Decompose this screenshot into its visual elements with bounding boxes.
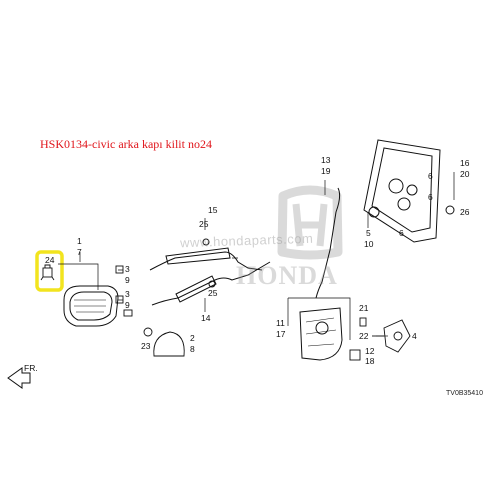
callout-23: 23 — [141, 341, 151, 351]
callout-1: 1 — [77, 236, 82, 246]
callout-10: 10 — [364, 239, 374, 249]
leader-lines — [58, 172, 455, 340]
callout-19: 19 — [321, 166, 331, 176]
callout-9b: 9 — [125, 300, 130, 310]
callout-17: 17 — [276, 329, 286, 339]
callout-21: 21 — [359, 303, 369, 313]
highlight-box-24 — [35, 250, 64, 292]
callout-4: 4 — [412, 331, 417, 341]
callout-25a: 25 — [199, 219, 209, 229]
striker-parts — [349, 317, 411, 361]
outside-handle-assembly — [63, 285, 119, 327]
front-arrow: FR. — [7, 363, 38, 389]
callout-14: 14 — [201, 313, 211, 323]
callout-7: 7 — [77, 247, 82, 257]
callout-3a: 3 — [125, 264, 130, 274]
callout-2: 2 — [190, 333, 195, 343]
callout-6c: 6 — [399, 228, 404, 238]
callout-16: 16 — [460, 158, 470, 168]
callout-20: 20 — [460, 169, 470, 179]
callout-12: 12 — [365, 346, 375, 356]
callout-8: 8 — [190, 344, 195, 354]
callout-24: 24 — [45, 255, 55, 265]
part-23-2-8 — [143, 327, 185, 357]
diagram-title: HSK0134-civic arka kapı kilit no24 — [40, 137, 212, 151]
callout-18: 18 — [365, 356, 375, 366]
callout-13: 13 — [321, 155, 331, 165]
callout-6a: 6 — [428, 171, 433, 181]
callout-3b: 3 — [125, 289, 130, 299]
callout-numbers: 24 1 7 3 9 3 9 15 25 25 14 23 2 8 13 19 … — [45, 155, 470, 366]
callout-22: 22 — [359, 331, 369, 341]
door-latch — [299, 307, 343, 361]
screws-3-9 — [115, 265, 133, 317]
control-cables — [149, 238, 271, 306]
watermark-brand: HONDA — [236, 261, 338, 290]
drawing-code: TV0B35410 — [446, 390, 483, 397]
callout-11: 11 — [276, 318, 285, 328]
callout-9a: 9 — [125, 275, 130, 285]
callout-5: 5 — [366, 228, 371, 238]
callout-6b: 6 — [428, 192, 433, 202]
part-24-clip — [40, 264, 55, 281]
callout-15: 15 — [208, 205, 218, 215]
direction-label: FR. — [24, 363, 38, 373]
tail-light — [363, 139, 455, 243]
callout-25b: 25 — [208, 288, 218, 298]
lock-rod — [315, 187, 341, 299]
honda-logo-watermark — [277, 185, 343, 260]
callout-26: 26 — [460, 207, 470, 217]
